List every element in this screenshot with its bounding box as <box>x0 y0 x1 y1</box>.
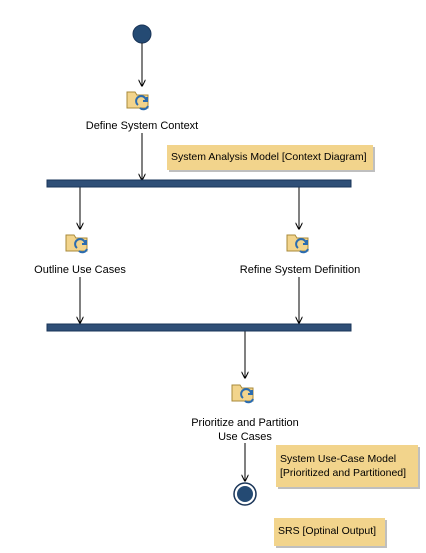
artifact-use-case-model-line1: System Use-Case Model <box>280 453 397 465</box>
activity-outline-use-cases[interactable]: Outline Use Cases <box>34 264 126 276</box>
activity-folder-cycle-icon[interactable] <box>65 231 91 255</box>
activity-define-system-context[interactable]: Define System Context <box>85 120 199 132</box>
activity-prioritize-partition-line2[interactable]: Use Cases <box>218 431 272 443</box>
artifact-system-use-case-model[interactable]: System Use-Case Model [Prioritized and P… <box>276 445 418 487</box>
join-bar[interactable] <box>46 323 352 332</box>
final-node-inner <box>237 486 253 502</box>
artifact-srs-label: SRS [Optinal Output] <box>278 525 377 537</box>
fork-bar[interactable] <box>46 179 352 188</box>
artifact-srs[interactable]: SRS [Optinal Output] <box>274 518 385 546</box>
activity-folder-cycle-icon[interactable] <box>231 381 257 405</box>
artifact-use-case-model-line2: [Prioritized and Partitioned] <box>280 467 407 479</box>
artifact-system-analysis-model[interactable]: System Analysis Model [Context Diagram] <box>167 145 373 170</box>
activity-refine-system-definition[interactable]: Refine System Definition <box>239 264 361 276</box>
artifact-system-analysis-model-label: System Analysis Model [Context Diagram] <box>171 151 367 163</box>
activity-prioritize-partition-line1[interactable]: Prioritize and Partition <box>191 417 299 429</box>
activity-folder-cycle-icon[interactable] <box>286 231 312 255</box>
initial-node[interactable] <box>132 24 152 44</box>
activity-folder-cycle-icon[interactable] <box>126 88 152 112</box>
